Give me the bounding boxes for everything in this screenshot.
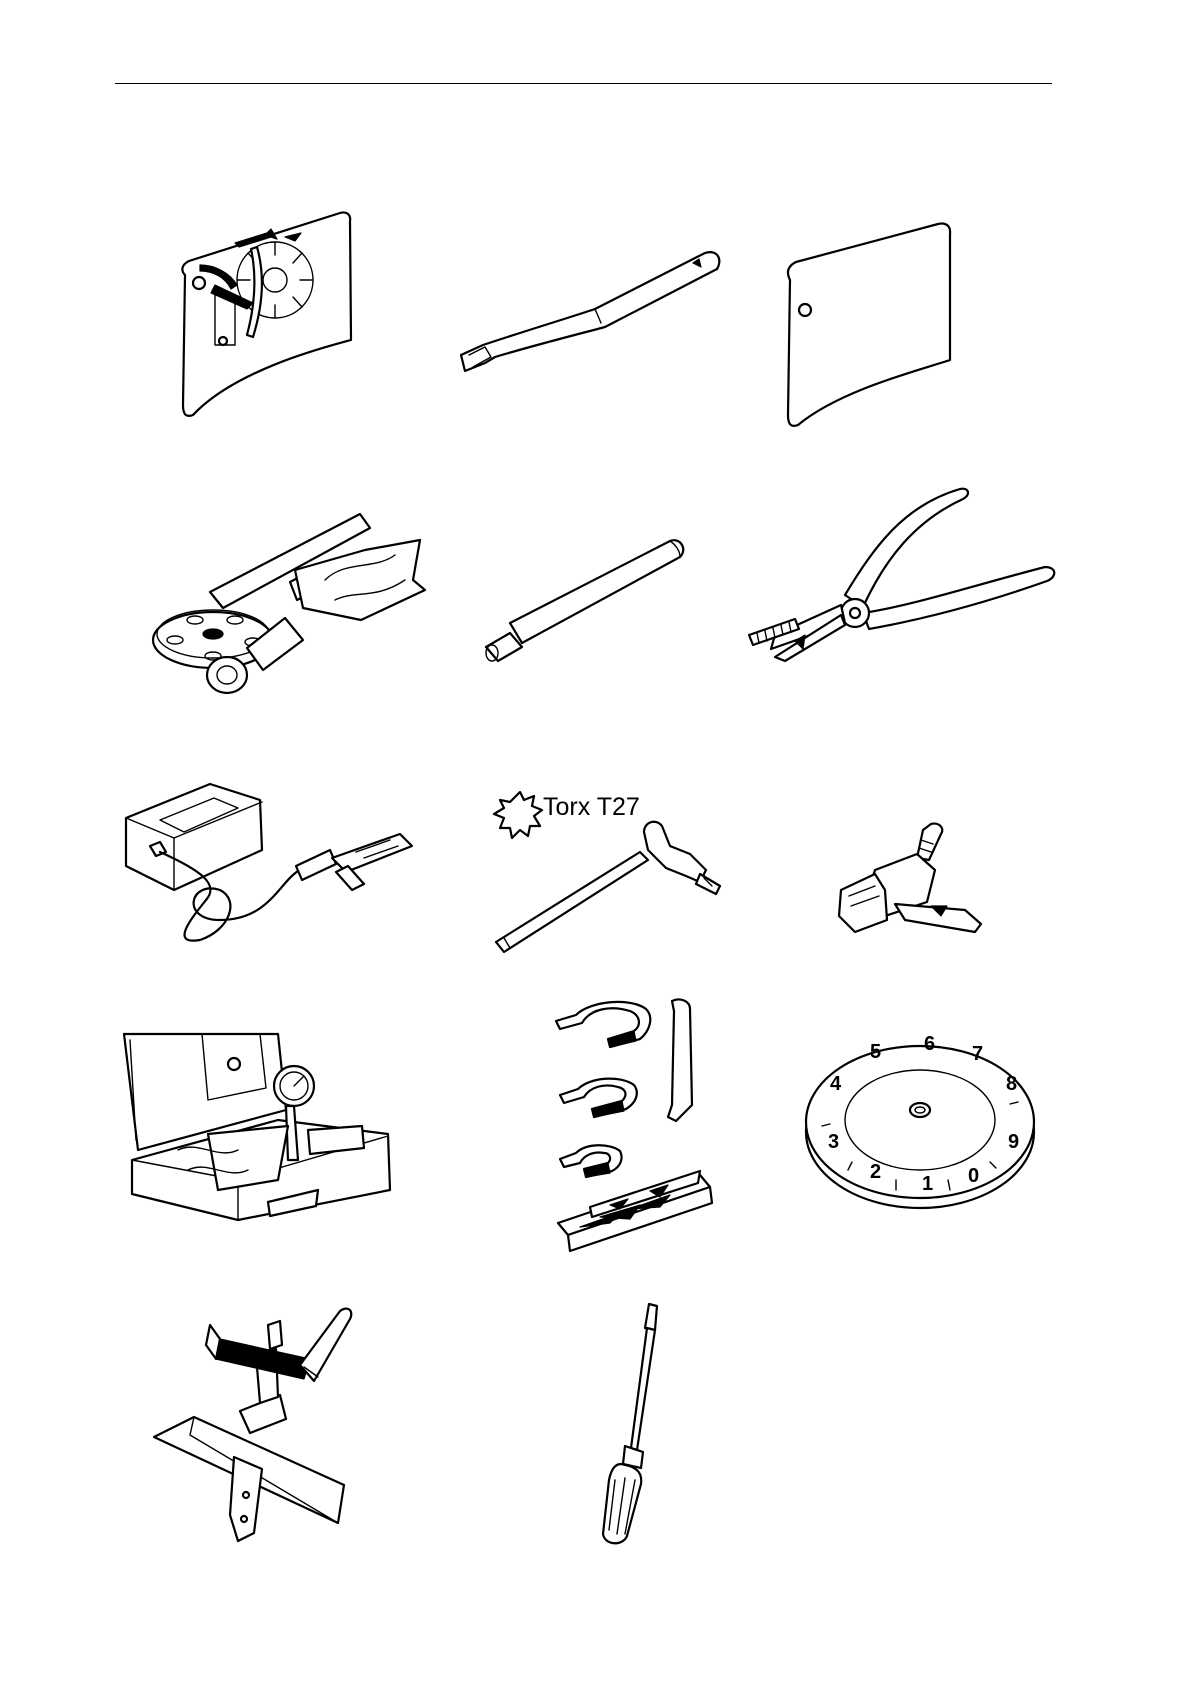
disc-number-9: 9 [1008, 1131, 1019, 1153]
clamp-set-figure [550, 995, 730, 1250]
puller-kit-icon [135, 510, 435, 710]
disc-number-0: 0 [968, 1165, 979, 1187]
drift-punch-icon [480, 535, 695, 665]
disc-number-6: 6 [924, 1033, 935, 1055]
disc-number-8: 8 [1006, 1073, 1017, 1095]
disc-number-2: 2 [870, 1161, 881, 1183]
socket-screwdriver-figure [585, 1300, 675, 1550]
puller-kit-figure [135, 510, 435, 710]
bent-wrench-figure [455, 245, 725, 375]
disc-number-4: 4 [830, 1073, 842, 1095]
tester-box-icon [120, 780, 430, 955]
disc-number-5: 5 [870, 1041, 881, 1063]
disc-number-7: 7 [972, 1043, 983, 1065]
header-rule [115, 83, 1052, 84]
circlip-pliers-icon [745, 485, 1055, 690]
bench-fixture-icon [150, 1305, 370, 1550]
disc-number-1: 1 [922, 1173, 933, 1195]
blank-card-icon [780, 220, 955, 430]
disc-number-3: 3 [828, 1131, 839, 1153]
bent-wrench-icon [455, 245, 725, 375]
torx-size-label: Torx T27 [543, 793, 640, 822]
numbered-disc-figure: 0 1 2 3 4 5 6 7 8 9 [800, 1030, 1040, 1215]
spark-tester-icon [835, 820, 985, 935]
bench-fixture-figure [150, 1305, 370, 1550]
circlip-pliers-figure [745, 485, 1055, 690]
clamp-set-icon [550, 995, 730, 1250]
spark-tester-figure [835, 820, 985, 935]
numbered-disc-icon: 0 1 2 3 4 5 6 7 8 9 [800, 1030, 1040, 1215]
service-case-icon [118, 1030, 398, 1230]
flywheel-gauge-card-figure [175, 205, 355, 420]
torx-star-icon [494, 792, 542, 838]
drift-punch-figure [480, 535, 695, 665]
blank-card-figure [780, 220, 955, 430]
socket-screwdriver-icon [585, 1300, 675, 1550]
service-case-figure [118, 1030, 398, 1230]
tester-box-figure [120, 780, 430, 955]
flywheel-gauge-card-icon [175, 205, 355, 420]
